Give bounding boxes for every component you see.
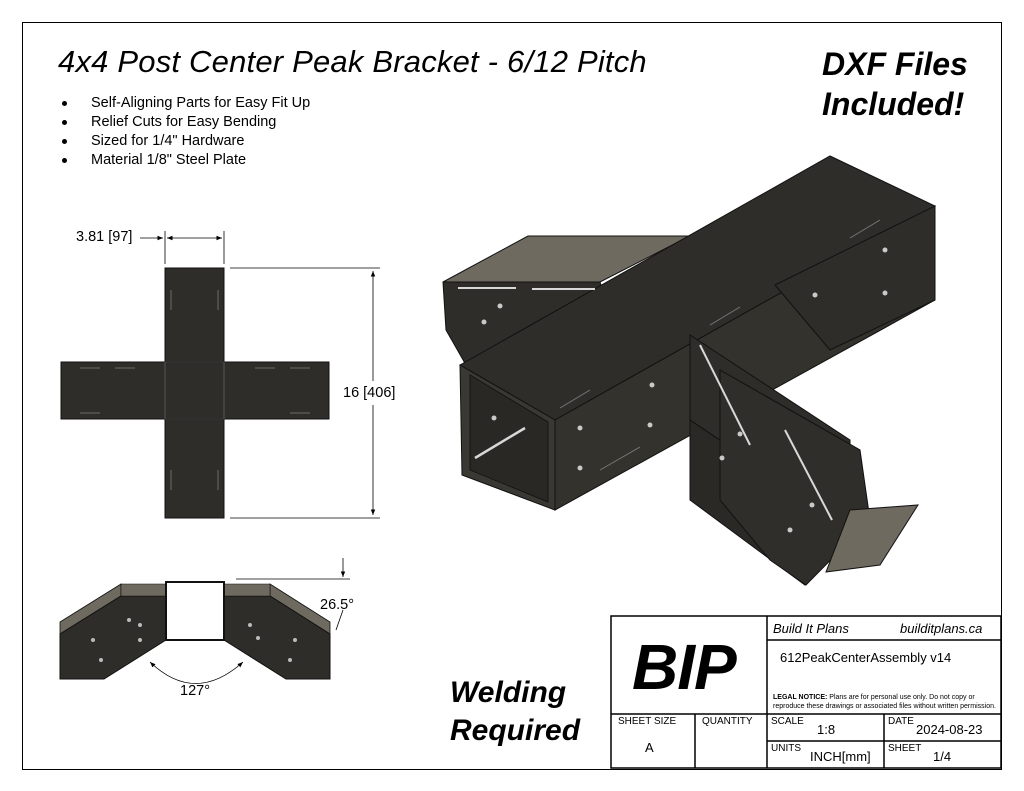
legal-notice-text: Plans are for personal use only. Do not … — [773, 694, 996, 710]
units-label: UNITS — [771, 743, 801, 754]
bip-logo: BIP — [632, 631, 737, 703]
pitch-angle-label: 26.5° — [320, 597, 355, 613]
feature-list: Self-Aligning Parts for Easy Fit Up Reli… — [60, 94, 310, 170]
sheet-size-label: SHEET SIZE — [618, 716, 677, 727]
company-website: builditplans.ca — [900, 621, 983, 636]
welding-note: Welding Required — [450, 674, 580, 750]
legal-notice-label: LEGAL NOTICE: — [773, 694, 828, 701]
included-angle-dimension — [149, 661, 244, 684]
scale-value: 1:8 — [817, 722, 836, 737]
isometric-assembly-view — [442, 155, 937, 586]
drawing-border — [22, 22, 1002, 770]
length-dimension — [230, 267, 380, 519]
flat-pattern-view — [60, 267, 330, 519]
sheet-size-value: A — [645, 740, 654, 755]
date-value: 2024-08-23 — [916, 722, 983, 737]
welding-note-line-1: Welding — [450, 676, 567, 709]
dxf-callout-line-1: DXF Files — [822, 46, 968, 82]
feature-item: Sized for 1/4" Hardware — [60, 132, 310, 151]
sheet-value: 1/4 — [933, 749, 952, 764]
dxf-callout: DXF Files Included! — [822, 44, 968, 124]
feature-item: Material 1/8" Steel Plate — [60, 151, 310, 170]
feature-item: Self-Aligning Parts for Easy Fit Up — [60, 94, 310, 113]
welding-note-line-2: Required — [450, 714, 581, 747]
quantity-label: QUANTITY — [702, 716, 753, 727]
width-dimension — [140, 231, 225, 264]
end-view — [59, 581, 331, 680]
feature-item: Relief Cuts for Easy Bending — [60, 113, 310, 132]
drawing-title: 4x4 Post Center Peak Bracket - 6/12 Pitc… — [58, 44, 647, 79]
pitch-angle-dimension — [236, 558, 350, 631]
sheet-label: SHEET — [888, 743, 922, 754]
width-dimension-label: 3.81 [97] — [76, 229, 133, 245]
units-value: INCH[mm] — [810, 749, 871, 764]
dxf-callout-line-2: Included! — [822, 86, 965, 122]
included-angle-label: 127° — [180, 683, 210, 699]
date-label: DATE — [888, 716, 914, 727]
title-block-grid — [610, 615, 1002, 769]
drawing-name: 612PeakCenterAssembly v14 — [780, 650, 952, 665]
scale-label: SCALE — [771, 716, 804, 727]
legal-notice: LEGAL NOTICE: Plans are for personal use… — [773, 693, 998, 711]
company-name: Build It Plans — [773, 621, 849, 636]
length-dimension-label: 16 [406] — [343, 385, 396, 401]
